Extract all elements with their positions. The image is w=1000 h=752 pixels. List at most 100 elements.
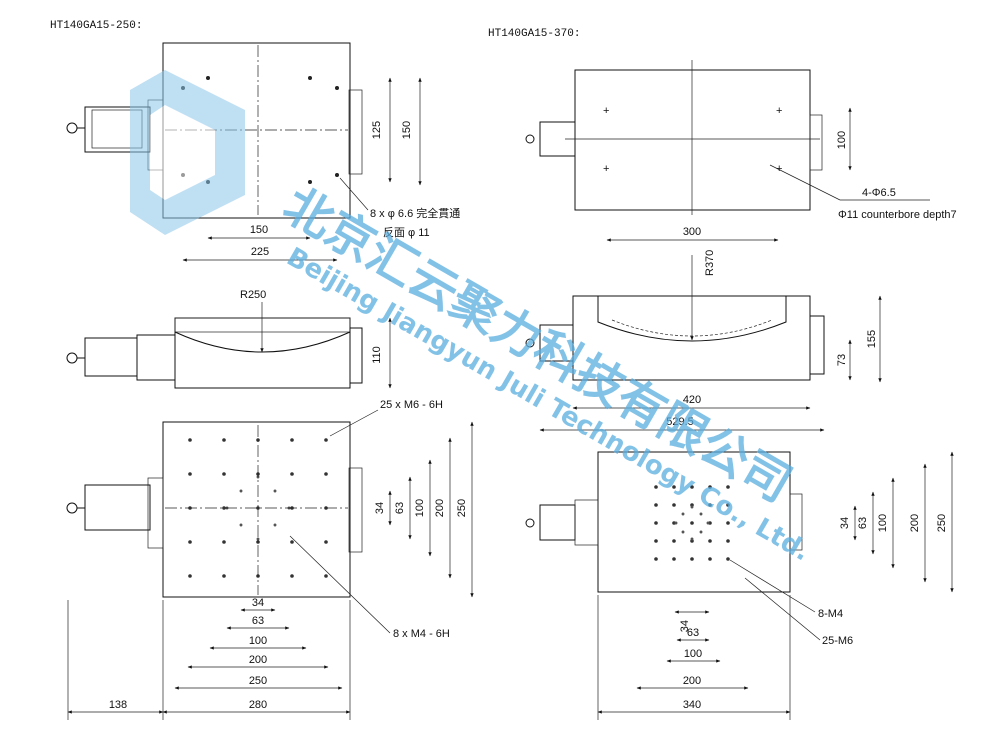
- mounting-hole: [222, 506, 226, 510]
- right-top-dim-300: 300: [683, 226, 701, 238]
- left-bottom-note-m4: 8 x M4 - 6H: [393, 628, 450, 640]
- left-bottom-v200: 200: [434, 499, 446, 517]
- right-bottom-note-m6: 25-M6: [822, 635, 853, 647]
- mounting-hole: [188, 472, 192, 476]
- mounting-hole: [290, 472, 294, 476]
- watermark-logo: [130, 70, 245, 235]
- mounting-hole: [672, 485, 676, 489]
- right-top-view: ++ ++ 100 300 4-Φ6.5 Φ11 counterbore dep…: [525, 60, 957, 242]
- small-hole: [706, 521, 710, 525]
- mounting-hole: [324, 472, 328, 476]
- left-title: HT140GA15-250:: [50, 20, 142, 32]
- mounting-hole: [654, 539, 658, 543]
- left-bottom-v250: 250: [456, 499, 468, 517]
- left-bottom-h34: 34: [252, 597, 264, 609]
- mounting-hole: [690, 485, 694, 489]
- mounting-hole: [222, 574, 226, 578]
- right-bottom-v200: 200: [909, 514, 921, 532]
- left-top-dim-150b: 150: [250, 224, 268, 236]
- right-bottom-hole-grid: [654, 485, 730, 561]
- mounting-hole: [672, 539, 676, 543]
- mounting-hole: [324, 540, 328, 544]
- mounting-hole: [708, 539, 712, 543]
- left-bottom-v34: 34: [374, 502, 386, 514]
- small-hole: [690, 537, 694, 541]
- right-bottom-h100: 100: [684, 648, 702, 660]
- right-bottom-v250: 250: [936, 514, 948, 532]
- mounting-hole: [726, 503, 730, 507]
- right-bottom-view: 34 63 100 200 250 34 63 100 200 340 8-M4…: [525, 451, 954, 720]
- mounting-hole: [324, 438, 328, 442]
- mounting-hole: [222, 540, 226, 544]
- right-bottom-note-m4: 8-M4: [818, 608, 843, 620]
- small-hole: [690, 505, 694, 509]
- mounting-hole: [708, 485, 712, 489]
- left-top-dim-150: 150: [401, 121, 413, 139]
- small-hole: [256, 537, 260, 541]
- left-bottom-v63: 63: [394, 502, 406, 514]
- watermark-en: Beijing Jiangyun Juli Technology Co., Lt…: [282, 242, 815, 567]
- mounting-hole: [290, 438, 294, 442]
- small-hole: [239, 489, 243, 493]
- right-bottom-v100: 100: [877, 514, 889, 532]
- small-hole: [699, 530, 703, 534]
- right-title: HT140GA15-370:: [488, 28, 580, 40]
- right-top-dim-100: 100: [836, 131, 848, 149]
- left-bottom-view: 25 x M6 - 6H 8 x M4 - 6H 34 63 100 200 2…: [66, 399, 474, 720]
- right-bottom-h200: 200: [683, 675, 701, 687]
- right-bottom-h63: 63: [687, 627, 699, 639]
- left-bottom-h100: 100: [249, 635, 267, 647]
- mounting-hole: [654, 485, 658, 489]
- svg-text:+: +: [603, 105, 609, 117]
- left-bottom-note-m6: 25 x M6 - 6H: [380, 399, 443, 411]
- mounting-hole: [654, 557, 658, 561]
- small-hole: [681, 530, 685, 534]
- right-bottom-h340: 340: [683, 699, 701, 711]
- left-top-note-1: 8 x φ 6.6 完全貫通: [370, 206, 460, 220]
- left-top-note-2: 反面 φ 11: [383, 226, 430, 239]
- right-side-radius: R370: [704, 250, 716, 276]
- svg-text:+: +: [776, 105, 782, 117]
- mounting-hole: [222, 472, 226, 476]
- right-top-note-2: Φ11 counterbore depth7: [838, 209, 957, 221]
- mounting-hole: [188, 438, 192, 442]
- mounting-hole: [290, 574, 294, 578]
- right-side-w529: 529.5: [666, 416, 694, 428]
- left-side-view: R250 110: [66, 289, 392, 389]
- mounting-hole: [188, 540, 192, 544]
- mounting-hole: [672, 503, 676, 507]
- left-side-height: 110: [371, 346, 383, 364]
- mounting-hole: [290, 540, 294, 544]
- left-bottom-h200: 200: [249, 654, 267, 666]
- mounting-hole: [726, 521, 730, 525]
- mounting-hole: [708, 503, 712, 507]
- mounting-hole: [726, 557, 730, 561]
- left-bottom-h63: 63: [252, 615, 264, 627]
- right-side-h155: 155: [866, 330, 878, 348]
- mounting-hole: [690, 557, 694, 561]
- right-bottom-h34: 34: [679, 620, 691, 632]
- watermark-cn: 北京汇云聚力科技有限公司: [274, 177, 801, 514]
- left-bottom-v100: 100: [414, 499, 426, 517]
- small-hole: [239, 523, 243, 527]
- right-side-w420: 420: [683, 394, 701, 406]
- mounting-hole: [188, 574, 192, 578]
- mounting-hole: [324, 574, 328, 578]
- mounting-hole: [654, 503, 658, 507]
- mounting-hole: [690, 521, 694, 525]
- mounting-hole: [672, 557, 676, 561]
- left-bottom-h280: 280: [249, 699, 267, 711]
- left-top-dim-225: 225: [251, 246, 269, 258]
- svg-text:+: +: [603, 163, 609, 175]
- mounting-hole: [726, 539, 730, 543]
- small-hole: [273, 523, 277, 527]
- right-side-view: R370 155 73 420 529.5: [525, 250, 882, 432]
- small-hole: [699, 512, 703, 516]
- left-top-view: 125 150 150 225 8 x φ 6.6 完全貫通 反面 φ 11: [66, 42, 460, 262]
- small-hole: [674, 521, 678, 525]
- small-hole: [273, 489, 277, 493]
- right-top-note-1: 4-Φ6.5: [862, 187, 896, 199]
- right-side-h73: 73: [836, 354, 848, 366]
- mounting-hole: [708, 557, 712, 561]
